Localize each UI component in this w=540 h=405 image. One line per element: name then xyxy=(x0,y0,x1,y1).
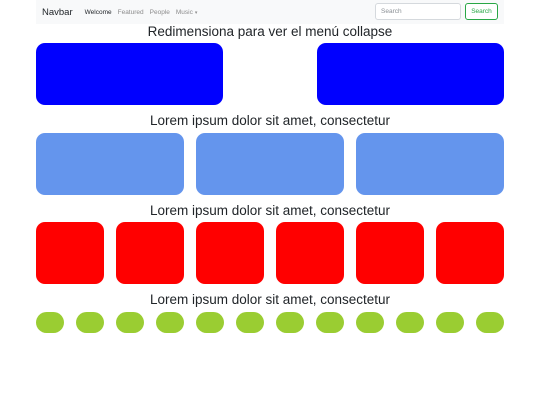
green-pill-1 xyxy=(36,312,64,333)
green-pill-12 xyxy=(476,312,504,333)
nav-link-people[interactable]: People xyxy=(149,8,170,16)
green-pill-8 xyxy=(316,312,344,333)
lightblue-box-1 xyxy=(36,133,184,195)
nav-link-featured[interactable]: Featured xyxy=(117,8,144,16)
search-input[interactable] xyxy=(375,3,461,20)
blue-box-1 xyxy=(36,43,223,105)
section-heading-2: Lorem ipsum dolor sit amet, consectetur xyxy=(149,113,391,128)
search-button[interactable]: Search xyxy=(465,3,498,20)
red-box-4 xyxy=(276,222,344,284)
green-pill-2 xyxy=(76,312,104,333)
green-pill-10 xyxy=(396,312,424,333)
nav-link-welcome[interactable]: Welcome xyxy=(84,8,112,16)
green-pill-4 xyxy=(156,312,184,333)
navbar: Navbar Welcome Featured People Music▾ Se… xyxy=(36,0,504,24)
green-pill-5 xyxy=(196,312,224,333)
blue-box-2 xyxy=(317,43,504,105)
green-pill-3 xyxy=(116,312,144,333)
chevron-down-icon: ▾ xyxy=(194,9,198,16)
red-box-6 xyxy=(436,222,504,284)
red-box-2 xyxy=(116,222,184,284)
red-box-1 xyxy=(36,222,104,284)
section-heading-1: Redimensiona para ver el menú collapse xyxy=(147,24,393,39)
lightblue-box-2 xyxy=(196,133,344,195)
section-heading-3: Lorem ipsum dolor sit amet, consectetur xyxy=(149,203,391,218)
green-pill-6 xyxy=(236,312,264,333)
green-pill-7 xyxy=(276,312,304,333)
nav-link-music-label: Music xyxy=(175,8,193,16)
navbar-brand[interactable]: Navbar xyxy=(42,6,73,18)
green-pill-9 xyxy=(356,312,384,333)
green-pill-11 xyxy=(436,312,464,333)
nav-link-music-dropdown[interactable]: Music▾ xyxy=(176,9,198,16)
section-heading-4: Lorem ipsum dolor sit amet, consectetur xyxy=(149,292,391,307)
red-box-5 xyxy=(356,222,424,284)
red-box-3 xyxy=(196,222,264,284)
lightblue-box-3 xyxy=(356,133,504,195)
